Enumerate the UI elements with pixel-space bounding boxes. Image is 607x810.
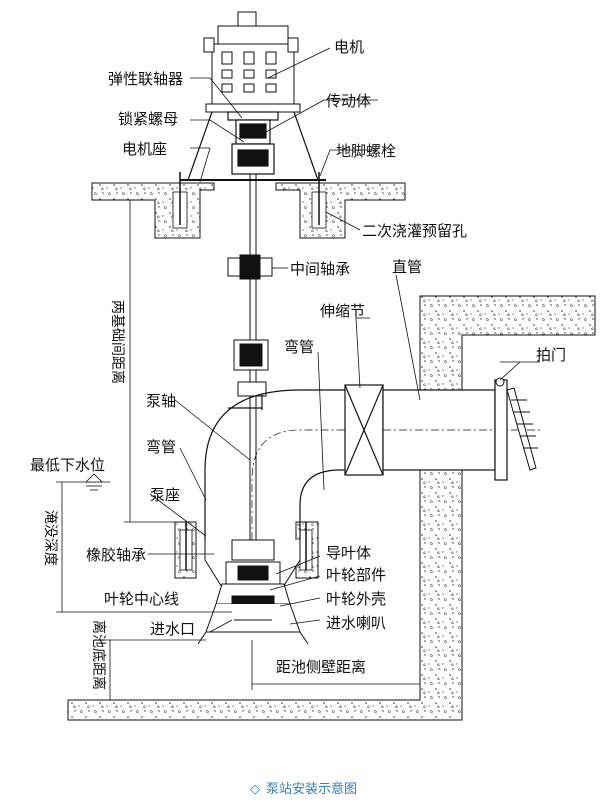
pump-shaft — [227, 174, 273, 600]
motor-body — [203, 11, 301, 113]
figure-caption: ◇ 泵站安装示意图 — [0, 778, 607, 797]
label-elbow-lower: 弯管 — [146, 438, 176, 456]
label-lock-nut: 锁紧螺母 — [118, 110, 178, 128]
straight-pipe — [344, 379, 540, 481]
label-elbow-upper: 弯管 — [284, 338, 314, 356]
caption-text: 泵站安装示意图 — [265, 782, 357, 797]
label-submerge-depth: 淹没深度 — [42, 510, 58, 566]
label-straight-pipe: 直管 — [392, 258, 422, 276]
label-impeller-casing: 叶轮外壳 — [326, 590, 386, 608]
label-min-water-level: 最低下水位 — [30, 456, 105, 474]
dimension-lines — [56, 199, 420, 701]
label-guide-vane: 导叶体 — [326, 544, 371, 562]
label-flap-valve: 拍门 — [536, 346, 566, 364]
pump-station-diagram: 电机 弹性联轴器 锁紧螺母 传动体 电机座 地脚螺栓 二次浇灌预留孔 中间轴承 … — [30, 11, 596, 721]
label-anchor-bolt: 地脚螺栓 — [336, 142, 396, 160]
label-inlet: 进水口 — [150, 620, 195, 638]
pump-assembly — [197, 539, 309, 645]
label-pump-shaft: 泵轴 — [146, 392, 176, 410]
label-motor-seat: 电机座 — [122, 140, 167, 158]
label-floor-gap: 两基础间距离 — [109, 300, 126, 384]
label-motor: 电机 — [334, 38, 364, 56]
leader-lines — [148, 47, 540, 633]
motor-seat — [180, 111, 326, 181]
label-inlet-bell: 进水喇叭 — [326, 614, 386, 632]
label-grout-hole: 二次浇灌预留孔 — [362, 222, 467, 240]
label-wall-distance: 距池侧壁距离 — [276, 658, 366, 676]
elbow-pipe — [204, 389, 345, 540]
label-coupling: 弹性联轴器 — [108, 70, 183, 88]
diamond-icon: ◇ — [249, 782, 260, 797]
label-impeller-centerline: 叶轮中心线 — [104, 590, 179, 608]
flap-valve — [495, 377, 538, 471]
label-impeller-parts: 叶轮部件 — [326, 566, 386, 584]
label-rubber-bearing: 橡胶轴承 — [86, 546, 146, 564]
label-pump-seat: 泵座 — [150, 486, 180, 504]
label-mid-bearing: 中间轴承 — [290, 260, 350, 278]
label-expansion-joint: 伸缩节 — [320, 302, 365, 320]
label-transmission: 传动体 — [326, 92, 371, 110]
label-floor-distance: 离池底距离 — [90, 620, 107, 690]
